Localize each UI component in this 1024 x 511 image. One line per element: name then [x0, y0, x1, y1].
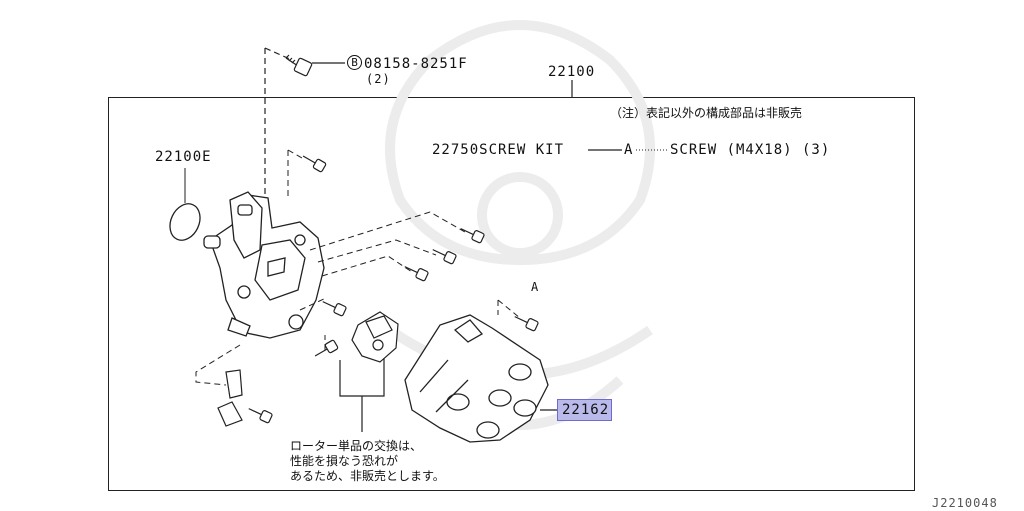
o-ring-seal — [169, 203, 201, 241]
assembly-frame — [108, 97, 915, 491]
rotor — [351, 311, 399, 363]
bolt-part-number[interactable]: 08158-8251F — [364, 56, 468, 72]
screw-kit-label[interactable]: 22750SCREW KIT — [432, 142, 565, 158]
cap-part-highlight[interactable] — [557, 399, 612, 421]
rotor-note-line-3: あるため、非販売とします。 — [290, 469, 445, 483]
figure-code: J2210048 — [932, 496, 998, 510]
sales-note: （注）表記以外の構成部品は非販売 — [610, 106, 803, 120]
assembly-part-number[interactable]: 22100 — [548, 64, 596, 80]
clamp-bracket — [217, 369, 243, 427]
rotor-note-line-2: 性能を損なう恐れが — [290, 454, 399, 468]
bolt-callout-symbol: B — [347, 55, 362, 70]
distributor-cap — [404, 314, 549, 443]
screw-spec: SCREW (M4X18) (3) — [670, 142, 831, 158]
seal-part-number[interactable]: 22100E — [155, 149, 212, 165]
rotor-note-line-1: ローター単品の交換は、 — [290, 439, 423, 453]
screw-icons — [248, 155, 539, 424]
cap-part-number[interactable]: 22162 — [562, 402, 610, 418]
screw-ref-marker: A — [531, 280, 540, 294]
bolt-quantity: (2) — [366, 72, 391, 86]
bolt-b-icon — [285, 54, 313, 77]
distributor-body — [203, 191, 325, 339]
screw-kit-ref: A — [624, 142, 634, 158]
